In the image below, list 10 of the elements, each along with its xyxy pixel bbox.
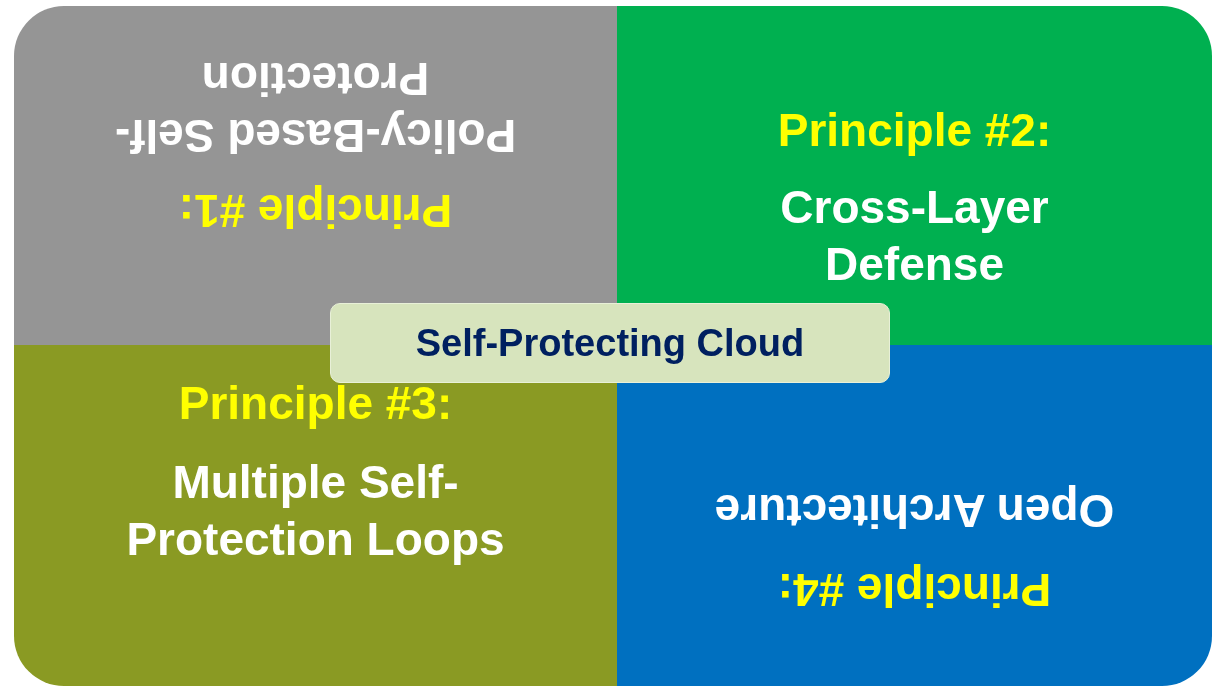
principle-name: Cross-Layer Defense xyxy=(779,180,1050,292)
title-text: Self-Protecting Cloud xyxy=(415,321,805,365)
principle-heading: Principle #3: xyxy=(178,376,453,431)
principle-name: Policy-Based Self-Protection xyxy=(113,52,518,164)
principle-heading: Principle #1: xyxy=(178,184,453,239)
title-box xyxy=(330,303,890,383)
principle-name: Multiple Self-Protection Loops xyxy=(125,455,506,567)
principle-name: Open Architecture xyxy=(714,484,1115,539)
principle-heading: Principle #4: xyxy=(777,563,1052,618)
principle-heading: Principle #2: xyxy=(777,103,1052,158)
